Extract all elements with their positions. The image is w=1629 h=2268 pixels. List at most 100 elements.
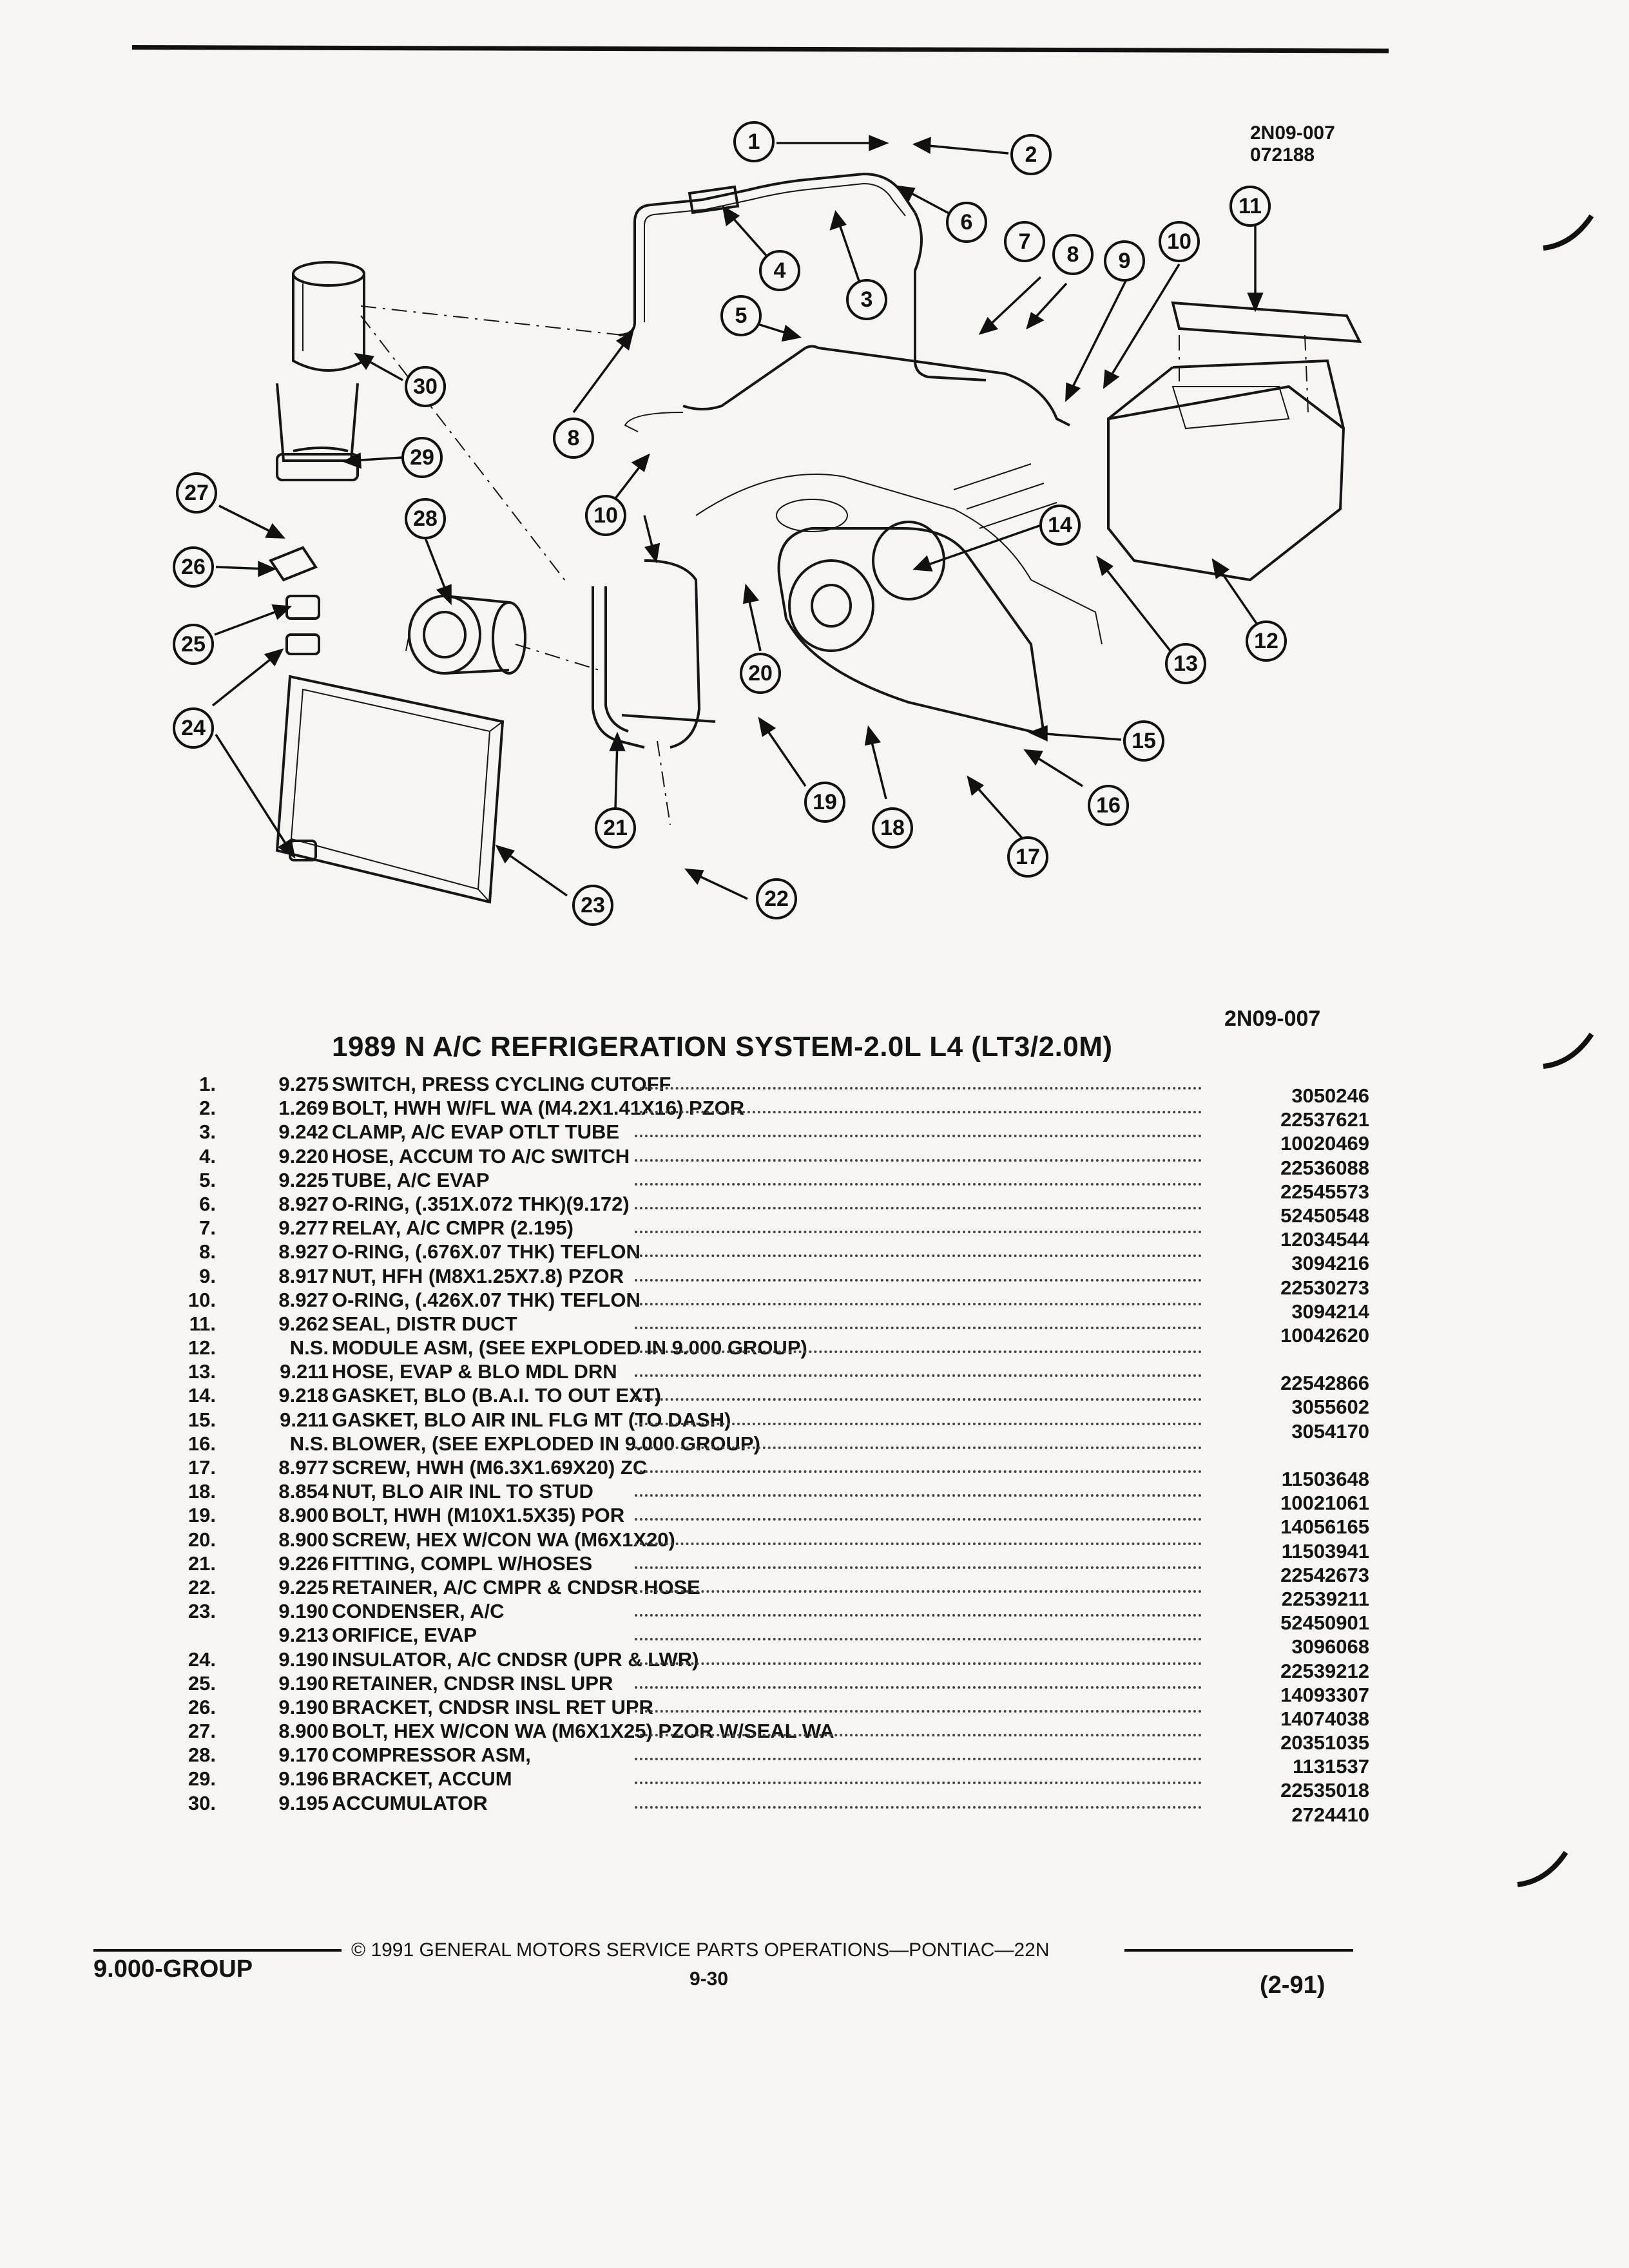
footer-group: 9.000-GROUP [93,1956,253,1983]
parts-row: 12.N.S.MODULE ASM, (SEE EXPLODED IN 9.00… [145,1336,1369,1360]
part-description: COMPRESSOR ASM, [332,1744,531,1767]
callout-5: 5 [735,303,747,328]
part-description: O-RING, (.426X.07 THK) TEFLON [332,1289,641,1312]
callout-24: 24 [181,716,206,740]
part-index: 24. [188,1648,216,1671]
callout-17: 17 [1016,845,1040,869]
part-name: SWITCH [332,1073,411,1095]
part-group: 9.190 [278,1648,329,1671]
footer-copyright: © 1991 GENERAL MOTORS SERVICE PARTS OPER… [351,1939,1050,1961]
callout-8: 8 [1067,242,1079,267]
part-name: MODULE ASM [332,1336,468,1360]
part-group: 9.225 [278,1168,329,1191]
insulator-drawings [268,546,320,861]
leader-dots [635,1758,1202,1761]
part-index: 14. [188,1384,216,1407]
callout-29: 29 [410,445,434,470]
part-index: 8. [199,1240,216,1264]
part-number: 3054170 [1291,1419,1369,1443]
callout-1: 1 [748,130,760,154]
part-name: ACCUMULATOR [332,1791,488,1814]
part-name: RELAY [332,1216,396,1240]
leader-dots [635,1254,1202,1258]
part-group: 9.220 [278,1144,329,1168]
part-detail: , DISTR DUCT [385,1312,517,1335]
callout-11: 11 [1239,194,1262,218]
callout-30: 30 [413,374,438,399]
part-number: 11503648 [1281,1468,1369,1490]
part-number: 14093307 [1280,1683,1369,1706]
part-detail: , HWH W/FL WA (M4.2X1.41X16) PZOR [382,1097,745,1120]
part-detail: , (.351X.072 THK)(9.172) [403,1192,630,1215]
part-index: 11. [189,1312,216,1335]
leader-dots [635,1542,1202,1545]
leader-dots [635,1158,1202,1162]
part-detail: , HWH (M10X1.5X35) POR [382,1504,625,1527]
part-number: 3050246 [1291,1084,1369,1107]
callout-7: 7 [1019,229,1031,254]
figure-id-number: 2N09-007 [1250,122,1335,144]
leader-dots [635,1326,1202,1329]
part-group: 9.275 [278,1073,329,1095]
part-detail: , ACCUM TO A/C SWITCH [388,1144,630,1168]
callout-2: 2 [1025,142,1037,167]
callout-14: 14 [1048,513,1072,537]
part-description: GASKET, BLO (B.A.I. TO OUT EXT) [332,1384,661,1407]
part-group: 9.262 [278,1312,329,1335]
part-detail: , A/C CMPR & CNDSR HOSE [432,1575,700,1599]
callout-13: 13 [1173,651,1198,676]
part-group: 9.225 [278,1575,329,1599]
part-number: 12034544 [1280,1228,1369,1251]
part-index: 26. [188,1695,216,1718]
part-number: 22539212 [1280,1659,1369,1682]
part-index: 21. [188,1552,216,1575]
part-detail: , (SEE EXPLODED IN 9.000 GROUP) [467,1336,807,1360]
part-name: NUT [332,1480,371,1503]
part-detail: , HFH (M8X1.25X7.8) PZOR [371,1264,624,1287]
part-description: BOLT, HEX W/CON WA (M6X1X25) PZOR W/SEAL… [332,1720,834,1743]
part-detail: , A/C [459,1600,505,1623]
callout-22: 22 [764,887,789,911]
part-group: N.S. [289,1336,329,1360]
callout-10: 10 [1167,229,1191,254]
part-group: 8.900 [278,1528,329,1551]
part-description: SCREW, HWH (M6.3X1.69X20) ZC [332,1456,647,1479]
part-description: INSULATOR, A/C CNDSR (UPR & LWR) [332,1648,699,1671]
callout-16: 16 [1096,793,1121,818]
leader-dots [635,1111,1202,1114]
callout-25: 25 [181,632,206,657]
part-index: 30. [188,1791,216,1814]
callout-12: 12 [1254,629,1278,653]
part-description: RETAINER, A/C CMPR & CNDSR HOSE [332,1576,700,1599]
leader-dots [635,1734,1202,1737]
part-description: FITTING, COMPL W/HOSES [332,1552,592,1575]
part-detail: , CNDSR INSL RET UPR [427,1695,653,1718]
leader-dots [635,1782,1202,1785]
leader-dots [635,1350,1202,1354]
callout-27: 27 [184,481,209,505]
callout-28: 28 [413,506,438,531]
leader-dots [635,1494,1202,1497]
part-group: 1.269 [278,1097,329,1120]
part-detail: , ACCUM [427,1767,512,1791]
figure-id-bottom: 2N09-007 [1224,1006,1321,1031]
part-index: 5. [199,1168,216,1191]
part-description: SCREW, HEX W/CON WA (M6X1X20) [332,1528,675,1552]
callout-21: 21 [603,816,628,840]
part-index: 25. [188,1671,216,1695]
part-group: 9.226 [278,1552,329,1575]
leader-dots [635,1278,1202,1282]
part-number: 2724410 [1291,1803,1369,1826]
part-group: 8.927 [278,1288,329,1311]
part-name: BLOWER [332,1432,421,1455]
leader-dots [635,1446,1202,1449]
callout-9: 9 [1119,249,1131,273]
